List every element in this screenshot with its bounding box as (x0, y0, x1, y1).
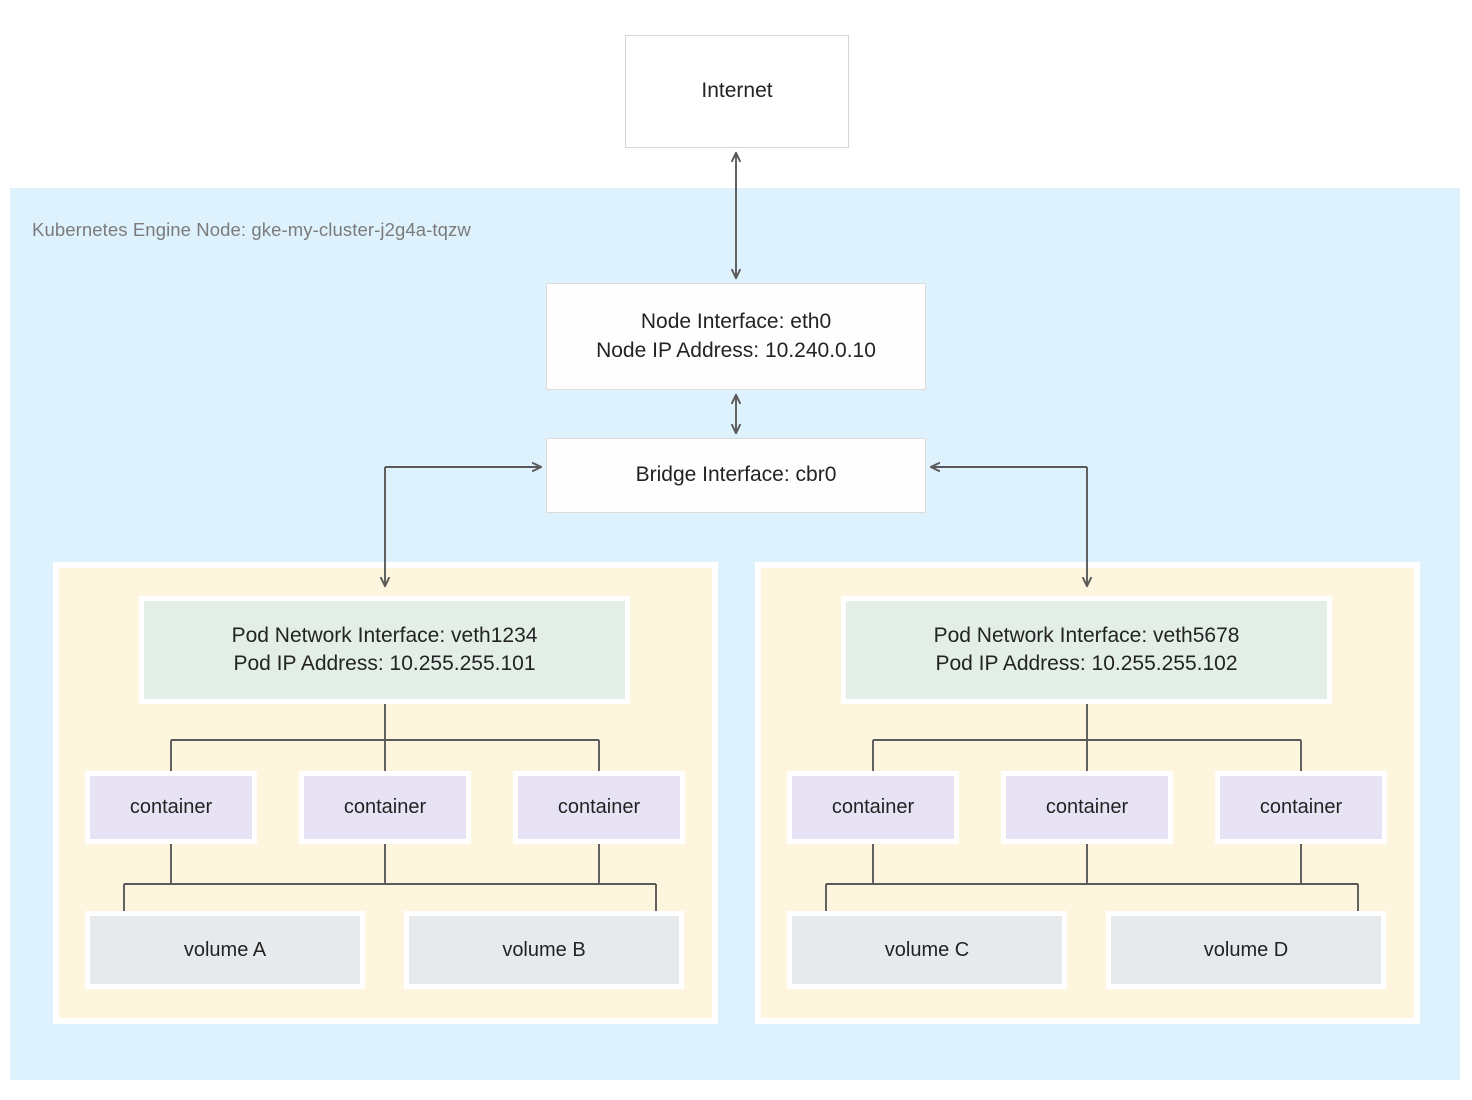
container-label: container (831, 796, 915, 818)
internet-box[interactable]: Internet (625, 35, 849, 148)
pod-ip-address-left: Pod IP Address: 10.255.255.101 (233, 652, 536, 675)
pod-ip-address-right: Pod IP Address: 10.255.255.102 (935, 652, 1238, 675)
container-box[interactable]: container (1215, 771, 1387, 844)
pod-network-interface-box-right[interactable]: Pod Network Interface: veth5678 Pod IP A… (841, 596, 1332, 704)
node-interface-name: Node Interface: eth0 (640, 310, 832, 334)
pod-interface-name-right: Pod Network Interface: veth5678 (933, 623, 1240, 647)
container-label: container (343, 796, 427, 818)
pod-interface-name-left: Pod Network Interface: veth1234 (231, 623, 538, 647)
volume-label: volume B (502, 938, 586, 961)
container-box[interactable]: container (513, 771, 685, 844)
node-region-label: Kubernetes Engine Node: gke-my-cluster-j… (32, 219, 471, 240)
container-box[interactable]: container (787, 771, 959, 844)
volume-box[interactable]: volume B (404, 911, 684, 989)
volume-label: volume A (183, 938, 267, 961)
container-label: container (1045, 796, 1129, 818)
container-box[interactable]: container (85, 771, 257, 844)
volume-label: volume D (1203, 938, 1289, 961)
bridge-interface-box[interactable]: Bridge Interface: cbr0 (546, 438, 926, 513)
node-interface-box[interactable]: Node Interface: eth0 Node IP Address: 10… (546, 283, 926, 390)
container-label: container (129, 796, 213, 818)
bridge-interface-label: Bridge Interface: cbr0 (635, 463, 837, 487)
volume-box[interactable]: volume D (1106, 911, 1386, 989)
volume-box[interactable]: volume C (787, 911, 1067, 989)
container-box[interactable]: container (299, 771, 471, 844)
node-ip-address: Node IP Address: 10.240.0.10 (596, 338, 876, 362)
pod-network-interface-box-left[interactable]: Pod Network Interface: veth1234 Pod IP A… (139, 596, 630, 704)
container-box[interactable]: container (1001, 771, 1173, 844)
volume-box[interactable]: volume A (85, 911, 365, 989)
internet-label: Internet (701, 79, 773, 103)
volume-label: volume C (884, 938, 970, 961)
container-label: container (557, 796, 641, 818)
container-label: container (1259, 796, 1343, 818)
